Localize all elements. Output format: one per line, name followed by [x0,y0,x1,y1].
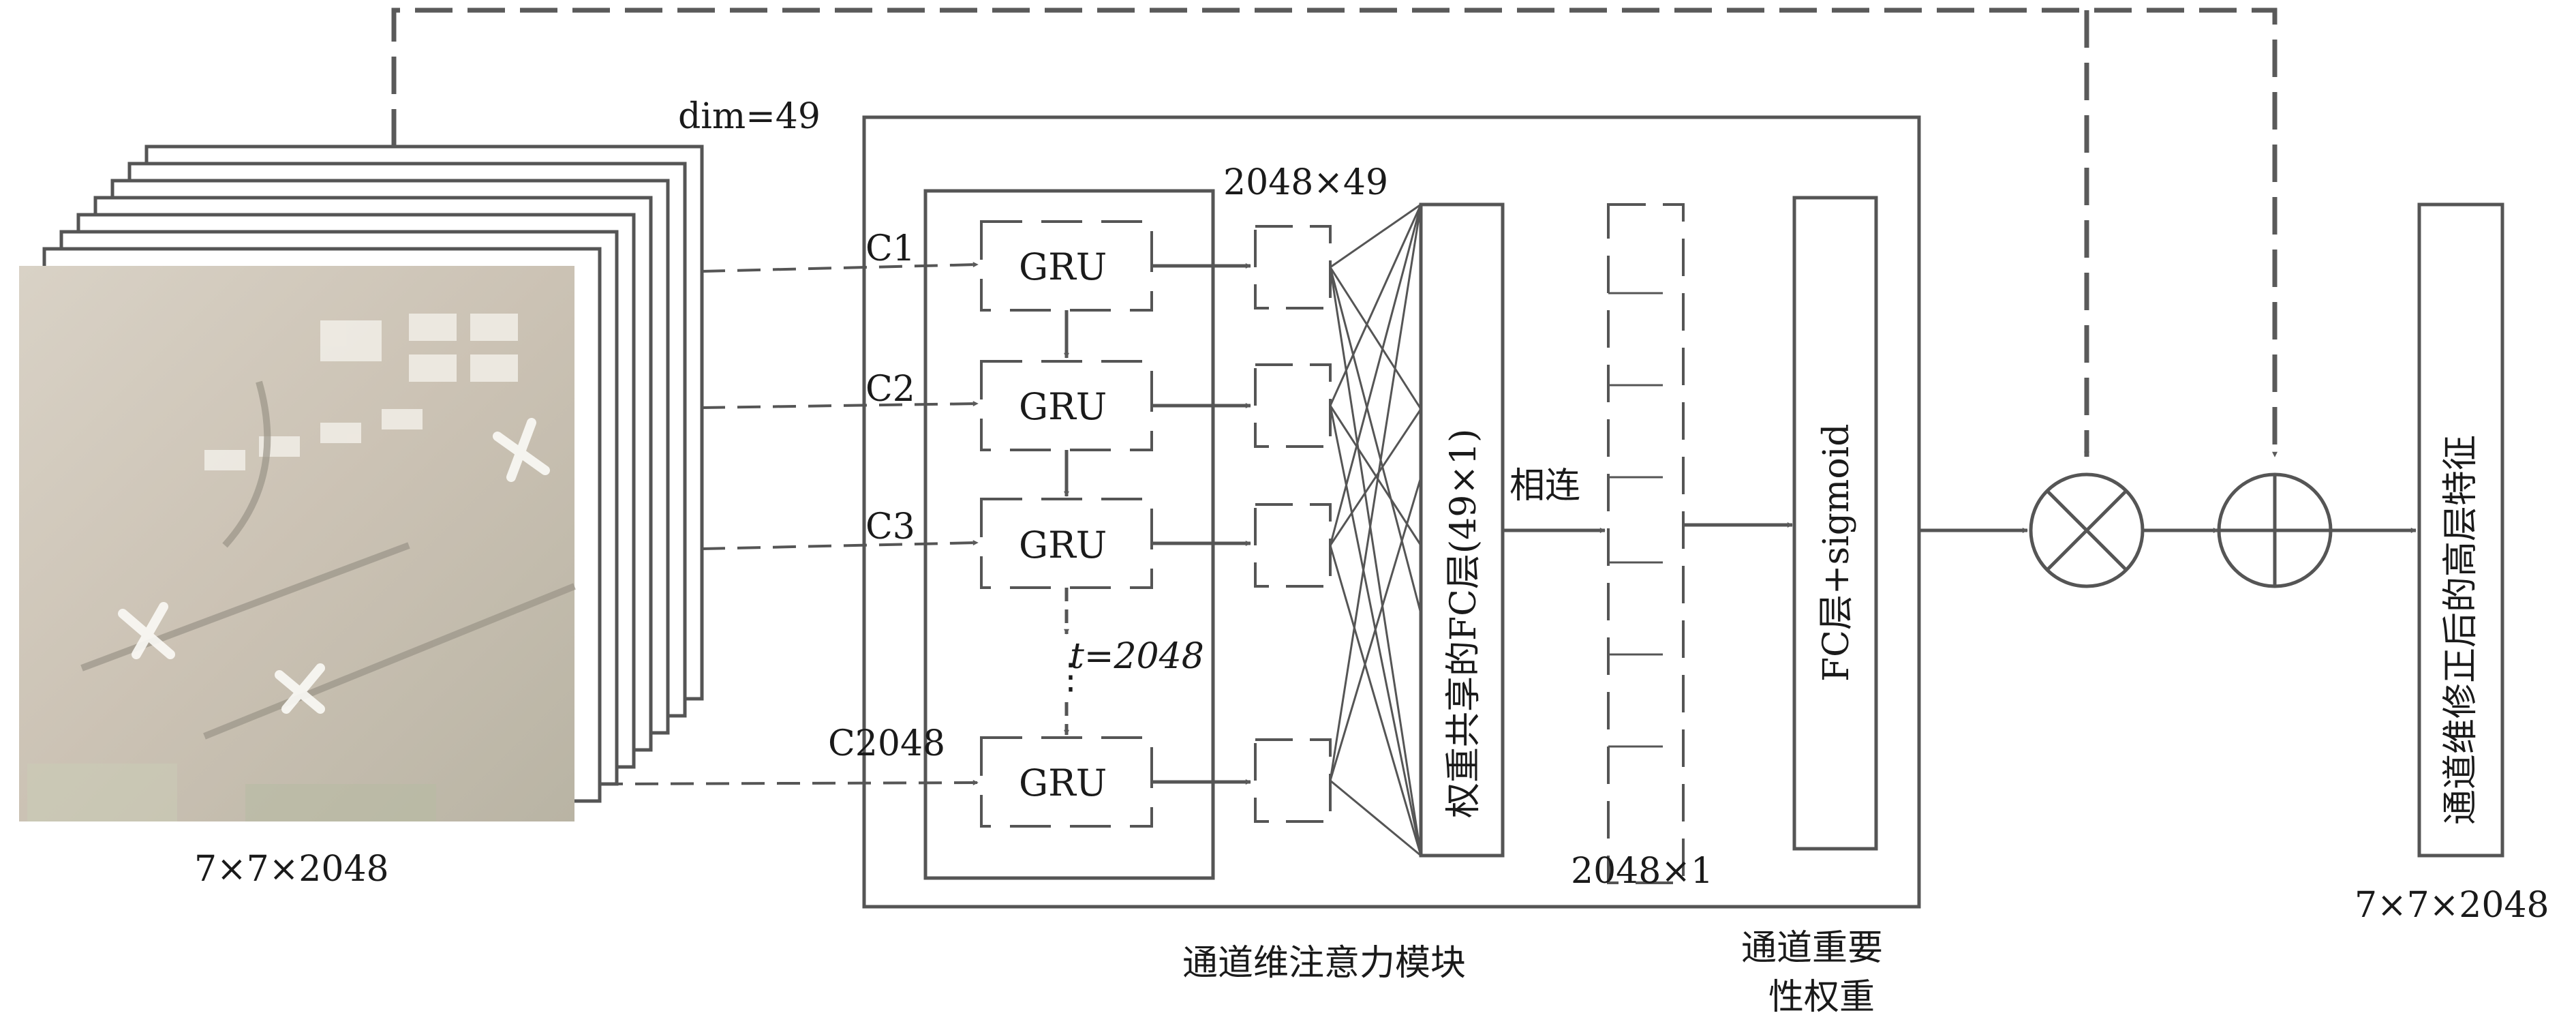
weight-label-line2: 性权重 [1768,977,1875,1018]
output-feature-label: 通道维修正后的高层特征 [2440,435,2481,825]
input-size-label: 7×7×2048 [194,849,389,890]
channel-label-c2: C2 [865,369,915,410]
channel-label-c3: C3 [865,507,915,547]
vector-size-label: 2048×1 [1571,851,1713,892]
shared-fc-label: 权重共享的FC层(49×1) [1443,429,1484,818]
multiply-node [2029,472,2145,588]
gru-block-frame [923,189,1215,880]
output-feature-box [2417,202,2504,858]
gru-output-brackets [1254,225,1332,823]
weight-label-line1: 通道重要 [1741,928,1883,969]
shared-fc-layer [1419,202,1505,858]
gru-output-size-label: 2048×49 [1223,162,1388,203]
fc-sigmoid-label: FC层+sigmoid [1816,423,1857,682]
gru-label-2048: GRU [1019,761,1107,804]
skip-connection-dashed [391,7,2278,457]
concat-label: 相连 [1509,466,1580,507]
attention-module-label: 通道维注意力模块 [1182,943,1466,984]
gru-label-2: GRU [1019,385,1107,428]
time-step-label: t=2048 [1070,636,1204,677]
fc-connection-lines [1329,203,1422,857]
channel-input-lines [599,262,979,786]
attention-module-frame [862,115,1921,909]
gru-output-arrows [1152,263,1251,785]
gru-label-3: GRU [1019,524,1107,567]
dim-label: dim=49 [678,96,821,137]
satellite-image [19,266,576,821]
channel-vector [1607,203,1685,884]
channel-vector-ticks [1608,292,1663,748]
ellipsis: ⋮ [1053,657,1088,697]
add-node [2217,472,2333,588]
channel-label-c2048: C2048 [828,723,945,764]
channel-label-c1: C1 [865,228,915,269]
gru-label-1: GRU [1019,245,1107,288]
fc-sigmoid-layer [1792,196,1878,851]
output-size-label: 7×7×2048 [2355,885,2549,926]
